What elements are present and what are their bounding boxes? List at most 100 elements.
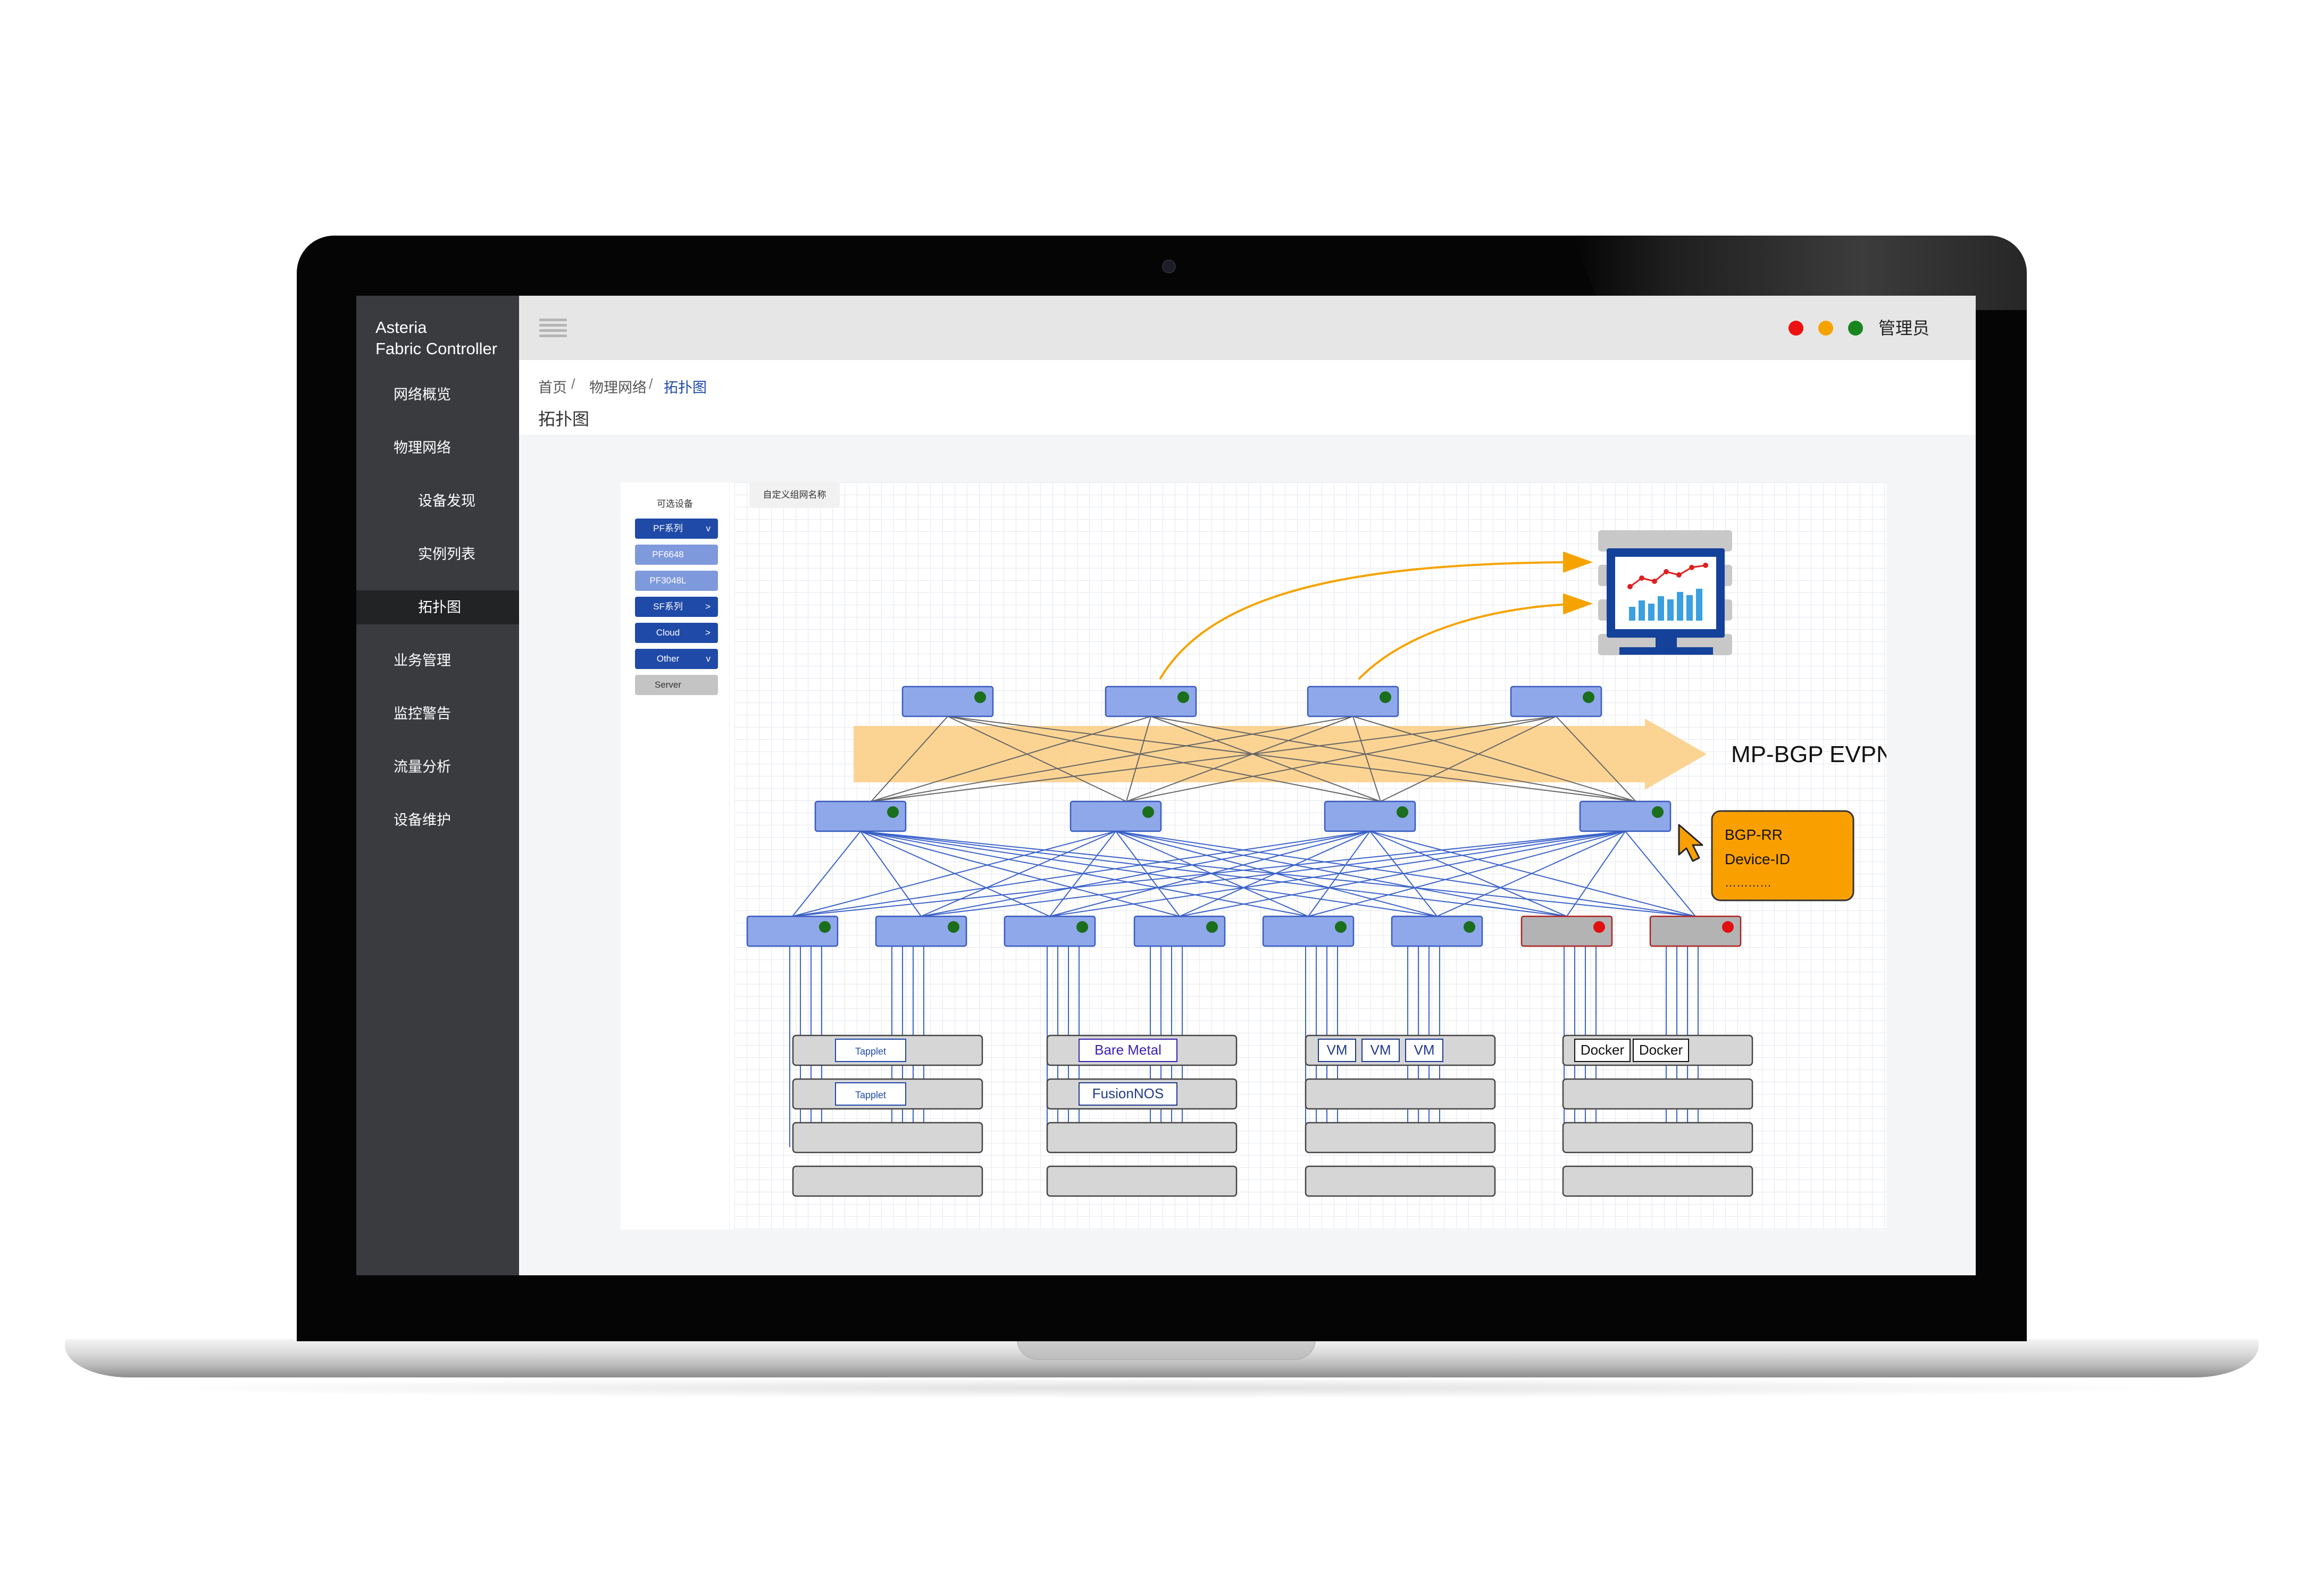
monitor-bar xyxy=(1648,604,1654,621)
status-led xyxy=(1206,921,1218,933)
link-superspine-spine xyxy=(1352,716,1381,802)
tapplet-label: Tapplet xyxy=(855,1090,886,1100)
vm-label-box xyxy=(1405,1039,1443,1062)
spine-switch[interactable] xyxy=(814,800,907,832)
switch-body xyxy=(875,915,967,947)
bare-metal-label: Bare Metal xyxy=(1094,1042,1162,1058)
super-spine-switch[interactable] xyxy=(1510,686,1602,717)
chevron-down-icon: v xyxy=(706,654,711,664)
leaf-switch[interactable] xyxy=(1004,915,1096,947)
breadcrumb-separator: / xyxy=(649,376,653,392)
server-row[interactable] xyxy=(1305,1078,1496,1110)
docker-label-box xyxy=(1633,1039,1689,1062)
leaf-switch[interactable] xyxy=(1133,915,1226,947)
spine-switch[interactable] xyxy=(1069,800,1162,832)
status-led xyxy=(1397,806,1408,818)
palette-item-label: Cloud xyxy=(656,628,680,638)
menu-icon[interactable] xyxy=(539,319,567,338)
palette-item-label: PF3048L xyxy=(649,575,687,586)
palette-item-other[interactable]: Other v xyxy=(635,649,718,669)
palette-item-sf-series[interactable]: SF系列> xyxy=(635,597,718,617)
super-spine-switch[interactable] xyxy=(901,686,994,717)
server-row[interactable] xyxy=(1046,1165,1238,1197)
link-spine-leaf xyxy=(860,831,922,917)
sidebar-item-topology[interactable]: 拓扑图 xyxy=(356,590,519,624)
bgp-rr-info-box[interactable]: BGP-RRDevice-ID………… xyxy=(1711,810,1854,901)
server-row[interactable] xyxy=(1305,1122,1496,1154)
palette-item-label: PF系列 xyxy=(653,523,683,533)
monitor-bar xyxy=(1629,607,1635,621)
monitor-bar xyxy=(1639,600,1645,621)
server-row[interactable] xyxy=(792,1165,983,1197)
sidebar-item-device-maintenance[interactable]: 设备维护 xyxy=(356,803,519,837)
app-screen: Asteria Fabric Controller 网络概览 物理网络 设备发现… xyxy=(356,296,1976,1275)
leaf-switch[interactable] xyxy=(746,915,839,947)
custom-network-name-tab[interactable]: 自定义组网名称 xyxy=(749,482,840,508)
status-led xyxy=(1076,921,1088,933)
server-row[interactable] xyxy=(1562,1078,1753,1110)
laptop-notch xyxy=(1017,1339,1316,1360)
leaf-switch-fault[interactable] xyxy=(1520,915,1613,947)
breadcrumb-home[interactable]: 首页 xyxy=(538,380,567,396)
switch-body xyxy=(1649,915,1742,947)
super-spine-switch[interactable] xyxy=(1307,686,1399,717)
link-superspine-spine xyxy=(1126,716,1353,802)
docker-label-box xyxy=(1574,1039,1631,1062)
app-brand: Asteria Fabric Controller xyxy=(375,317,497,360)
server-row[interactable] xyxy=(1562,1165,1753,1197)
server-rack-slot xyxy=(1598,530,1732,552)
leaf-switch[interactable] xyxy=(875,915,967,947)
super-spine-switch[interactable] xyxy=(1105,686,1197,717)
palette-item-cloud[interactable]: Cloud > xyxy=(635,623,718,643)
status-led xyxy=(1652,806,1664,818)
sidebar-item-monitoring-alerts[interactable]: 监控警告 xyxy=(356,697,519,731)
palette-item-pf3048l[interactable]: PF3048L xyxy=(635,571,718,591)
spine-switch[interactable] xyxy=(1579,800,1672,832)
leaf-switch[interactable] xyxy=(1391,915,1483,947)
status-led xyxy=(819,921,831,933)
chevron-right-icon: > xyxy=(705,628,711,638)
sidebar-item-instance-list[interactable]: 实例列表 xyxy=(356,537,519,571)
sidebar-item-device-discovery[interactable]: 设备发现 xyxy=(356,484,519,518)
monitor-neck xyxy=(1656,638,1677,648)
server-row[interactable] xyxy=(1046,1122,1238,1154)
breadcrumb-separator: / xyxy=(571,376,575,392)
palette-item-label: Other xyxy=(656,654,680,664)
palette-item-pf6648[interactable]: PF6648 xyxy=(635,545,718,565)
leaf-switch-fault[interactable] xyxy=(1649,915,1742,947)
spine-switch[interactable] xyxy=(1324,800,1416,832)
analytics-monitor-icon[interactable] xyxy=(1598,530,1732,655)
status-led xyxy=(1380,691,1391,703)
sidebar-item-physical-network[interactable]: 物理网络 xyxy=(356,431,519,465)
link-superspine-spine xyxy=(1352,716,1636,802)
server-row[interactable] xyxy=(1562,1122,1753,1154)
monitor-trend-point xyxy=(1689,565,1694,570)
palette-item-server[interactable]: Server xyxy=(635,675,718,695)
sidebar-item-traffic-analysis[interactable]: 流量分析 xyxy=(356,750,519,784)
sidebar-item-network-overview[interactable]: 网络概览 xyxy=(356,378,519,412)
info-box-line2: Device-ID xyxy=(1725,851,1790,867)
leaf-switch[interactable] xyxy=(1262,915,1355,947)
server-row[interactable] xyxy=(1305,1165,1496,1197)
status-dot-red xyxy=(1789,321,1803,336)
link-spine-leaf xyxy=(860,831,1180,917)
sidebar-item-label: 网络概览 xyxy=(394,387,451,403)
status-led xyxy=(1593,921,1605,933)
server-row[interactable] xyxy=(792,1122,983,1154)
camera-icon xyxy=(1162,260,1176,273)
switch-body xyxy=(1069,800,1162,832)
tapplet-label-box xyxy=(835,1039,906,1062)
telemetry-arrow xyxy=(1159,552,1593,680)
monitor-trend-point xyxy=(1639,575,1644,581)
user-name[interactable]: 管理员 xyxy=(1878,319,1930,338)
breadcrumb-level1[interactable]: 物理网络 xyxy=(589,380,647,396)
sidebar-item-service-management[interactable]: 业务管理 xyxy=(356,644,519,678)
evpn-arrow-band xyxy=(854,718,1707,790)
link-superspine-spine xyxy=(1380,716,1557,802)
switch-body xyxy=(1133,915,1226,947)
